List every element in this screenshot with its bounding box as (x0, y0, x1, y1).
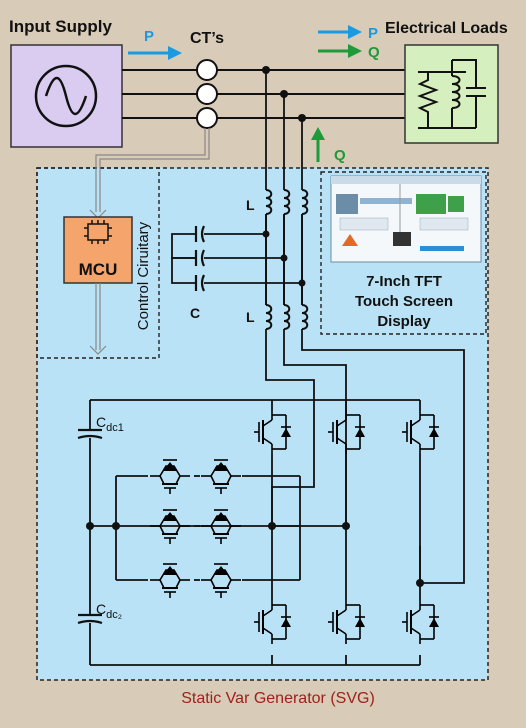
load-icons (417, 59, 486, 129)
p-right-arrow (318, 25, 362, 39)
cts-label: CT’s (190, 30, 224, 47)
q-right-label: Q (368, 44, 380, 61)
control-box (36, 167, 160, 359)
q-up-arrow (311, 127, 325, 162)
tft-line1: 7-Inch TFT (366, 273, 442, 290)
tap-wires (265, 70, 303, 190)
l-bottom-label: L (246, 309, 255, 325)
capacitor-bank (171, 225, 302, 292)
ac-source-icon (34, 64, 98, 128)
q-up-label: Q (334, 147, 346, 164)
mcu-label: MCU (79, 260, 118, 279)
resistor-icon (417, 72, 439, 122)
l-top-label: L (246, 197, 255, 213)
p-left-arrow (128, 46, 182, 60)
electrical-loads-label: Electrical Loads (385, 20, 508, 37)
inductor-icon (451, 60, 461, 128)
tft-line3: Display (377, 313, 431, 330)
p-left-label: P (144, 28, 154, 45)
control-label: Control Ciruitary (135, 221, 152, 330)
inductor-lower-group (265, 304, 309, 330)
ct-sensors (196, 59, 218, 129)
chip-icon (84, 220, 112, 244)
cdc2-label: Cdc₂ (96, 601, 122, 621)
c-label: C (190, 305, 200, 321)
inductor-upper-group (265, 189, 309, 305)
cdc1-label: Cdc1 (96, 414, 124, 434)
tft-line2: Touch Screen (355, 293, 453, 310)
p-right-label: P (368, 25, 378, 42)
diagram-title: Static Var Generator (SVG) (181, 690, 375, 707)
capacitor-icon (466, 66, 486, 122)
dc-junctions (86, 522, 424, 587)
mcu-box (63, 216, 133, 284)
cap-junctions (262, 230, 306, 287)
input-supply-label: Input Supply (9, 17, 112, 36)
q-right-arrow (318, 44, 362, 58)
touch-screen-icon (330, 175, 482, 263)
mcu-output-wire (89, 283, 107, 355)
